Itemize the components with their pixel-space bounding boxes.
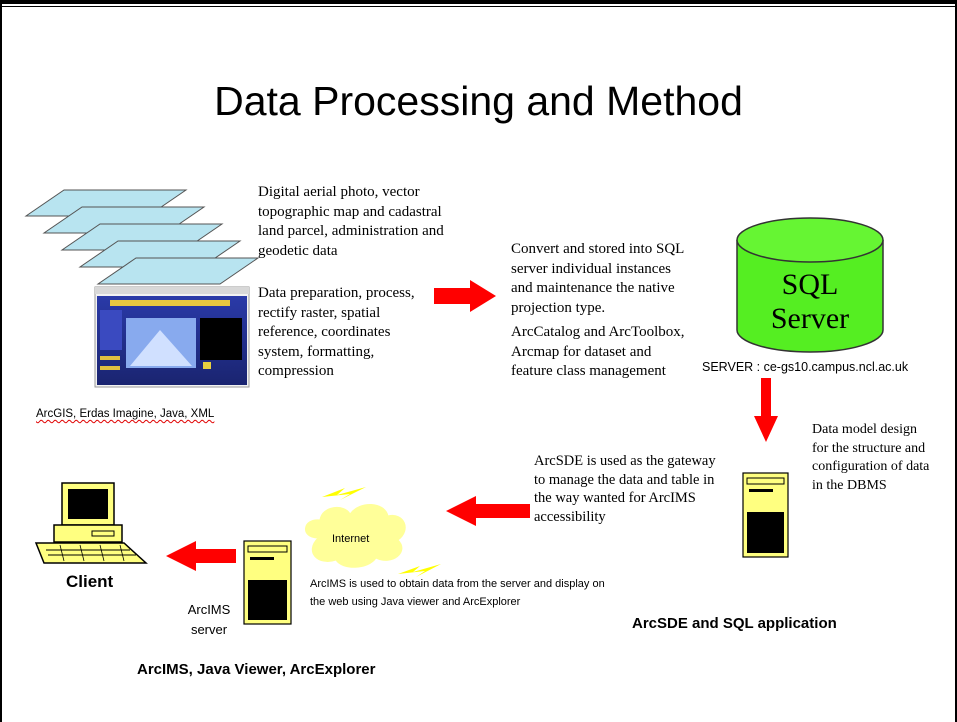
left-arrow-icon: [446, 496, 530, 526]
map-layers-icon: [24, 189, 260, 285]
server-tower-icon: [243, 540, 292, 625]
internet-cloud-icon: [305, 504, 406, 568]
sql-label-line2: Server: [770, 302, 850, 335]
inputs-text: Digital aerial photo, vector topographic…: [258, 184, 444, 259]
down-arrow-icon: [754, 378, 778, 442]
arcsde-sql-app-label: ArcSDE and SQL application: [632, 615, 837, 632]
sql-label-line1: SQL: [781, 268, 839, 301]
frame-left-border: [0, 0, 2, 722]
arcims-server-label-1: ArcIMS: [187, 602, 231, 617]
arcims-used-text: ArcIMS is used to obtain data from the s…: [310, 578, 605, 608]
data-model-text: Data model design for the structure and …: [812, 422, 930, 493]
lightning-icon: [398, 564, 441, 577]
software-text: ArcGIS, Erdas Imagine, Java, XML: [36, 408, 215, 420]
layer-5: [96, 257, 260, 285]
arcims-java-label: ArcIMS, Java Viewer, ArcExplorer: [137, 661, 376, 678]
convert-text: Convert and stored into SQL server indiv…: [511, 241, 684, 316]
frame-top-rule: [0, 6, 957, 7]
arccatalog-text: ArcCatalog and ArcToolbox, Arcmap for da…: [511, 324, 685, 379]
preparation-text: Data preparation, process, rectify raste…: [258, 285, 415, 379]
server-name: SERVER : ce-gs10.campus.ncl.ac.uk: [702, 360, 909, 374]
left-arrow-icon: [166, 541, 236, 571]
arcsde-gateway-text: ArcSDE is used as the gateway to manage …: [534, 453, 716, 525]
arcims-server-label-2: server: [190, 622, 228, 637]
internet-label: Internet: [332, 533, 370, 545]
slide-title: Data Processing and Method: [214, 78, 743, 124]
frame-top-border: [0, 0, 957, 4]
website-screenshot-icon: [94, 286, 250, 388]
database-cylinder-icon: [736, 217, 884, 353]
right-arrow-icon: [434, 280, 496, 312]
lightning-icon: [322, 487, 366, 500]
client-label: Client: [66, 572, 114, 591]
frame-right-border: [955, 0, 957, 722]
server-tower-icon: [742, 472, 789, 558]
computer-client-icon: [34, 482, 148, 564]
